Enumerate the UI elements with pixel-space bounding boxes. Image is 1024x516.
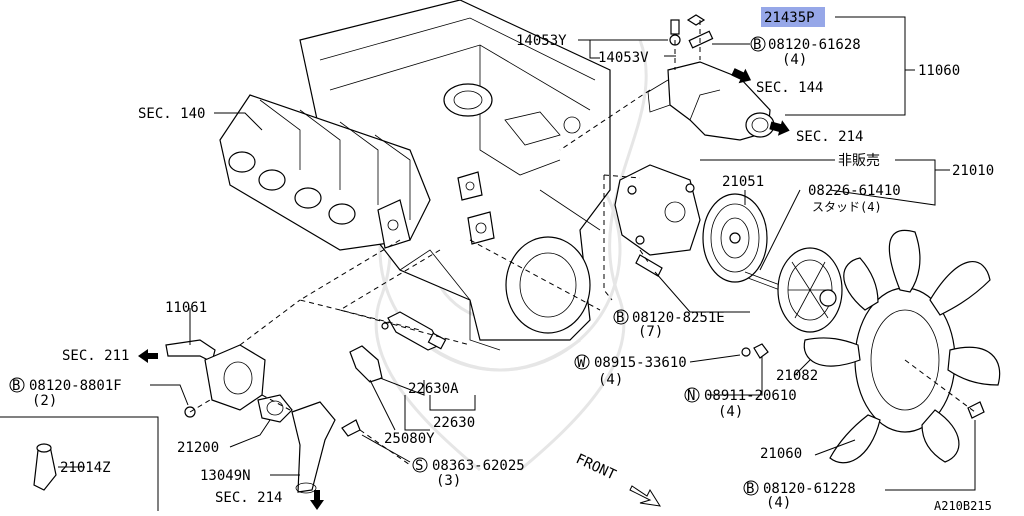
fan-coupling [741,247,843,359]
lower-coolant-parts [165,339,361,494]
label-21051: 21051 [722,174,764,190]
label-21082: 21082 [776,368,818,384]
label-08911-qty: (4) [718,404,743,420]
label-sec-214-top: SEC. 214 [796,129,863,145]
label-08120-8801f: 08120-8801F [29,378,122,394]
label-08120-61228-qty: (4) [766,495,791,511]
fastener-markers: B B W N B B S [9,36,766,497]
label-08120-61228: 08120-61228 [763,481,856,497]
label-14053y: 14053Y [516,33,567,49]
label-14053v: 14053V [598,50,649,66]
label-not-for-sale: 非販売 [838,153,880,169]
label-08120-61628-qty: (4) [782,52,807,68]
label-08915-qty: (4) [598,372,623,388]
label-08911-20610: 08911-20610 [704,388,797,404]
label-08363-62025: 08363-62025 [432,458,525,474]
label-11061: 11061 [165,300,207,316]
bolt-marker-letter: B [746,481,754,497]
label-sec-144: SEC. 144 [756,80,823,96]
label-13049n: 13049N [200,468,251,484]
washer-marker [574,354,590,370]
label-08226-61410: 08226-61410 [808,183,901,199]
label-11060: 11060 [918,63,960,79]
bolt-marker [750,36,766,52]
label-08120-61628: 08120-61628 [768,37,861,53]
label-sec-211: SEC. 211 [62,348,129,364]
label-21200: 21200 [177,440,219,456]
label-08120-8801f-qty: (2) [32,393,57,409]
leader-lines [58,16,976,491]
label-21060: 21060 [760,446,802,462]
label-22630: 22630 [433,415,475,431]
highlighted-part-marker [761,7,825,27]
callout-labels: 21435P 14053Y 14053V 08120-61628 (4) 110… [29,10,994,513]
bolt-marker [9,377,25,393]
label-sec-214-bottom: SEC. 214 [215,490,282,506]
label-sec-140: SEC. 140 [138,106,205,122]
label-22630a: 22630A [408,381,459,397]
label-21435p: 21435P [764,10,815,26]
bolt-marker-letter: B [12,378,20,394]
bolt-marker-letter: B [753,37,761,53]
label-front: FRONT [573,451,618,484]
label-08120-8251e-qty: (7) [638,324,663,340]
temperature-sensors [349,311,447,383]
label-08226-stud-note: スタッド(4) [812,200,882,214]
bolt-marker-letter: B [616,310,624,326]
label-25080y: 25080Y [384,431,435,447]
section-arrows [138,68,790,510]
cooling-fan [803,229,1001,464]
diagram-id: A210B215 [934,499,992,511]
intake-manifold [219,94,431,251]
screw-marker [412,457,428,473]
washer-marker-letter: W [577,355,586,371]
label-21010: 21010 [952,163,994,179]
inset-box [0,416,159,511]
nut-marker [684,387,700,403]
bolt-marker [743,480,759,496]
label-08120-8251e: 08120-8251E [632,310,725,326]
gaskets [457,171,495,245]
bolt-marker [613,309,629,325]
engine-head-outline [299,0,611,351]
screw-marker-letter: S [415,458,423,474]
label-08363-qty: (3) [436,473,461,489]
nut-marker-letter: N [687,388,695,404]
label-08915-33610: 08915-33610 [594,355,687,371]
water-outlet-housing [647,14,775,141]
label-21014z: 21014Z [60,460,111,476]
